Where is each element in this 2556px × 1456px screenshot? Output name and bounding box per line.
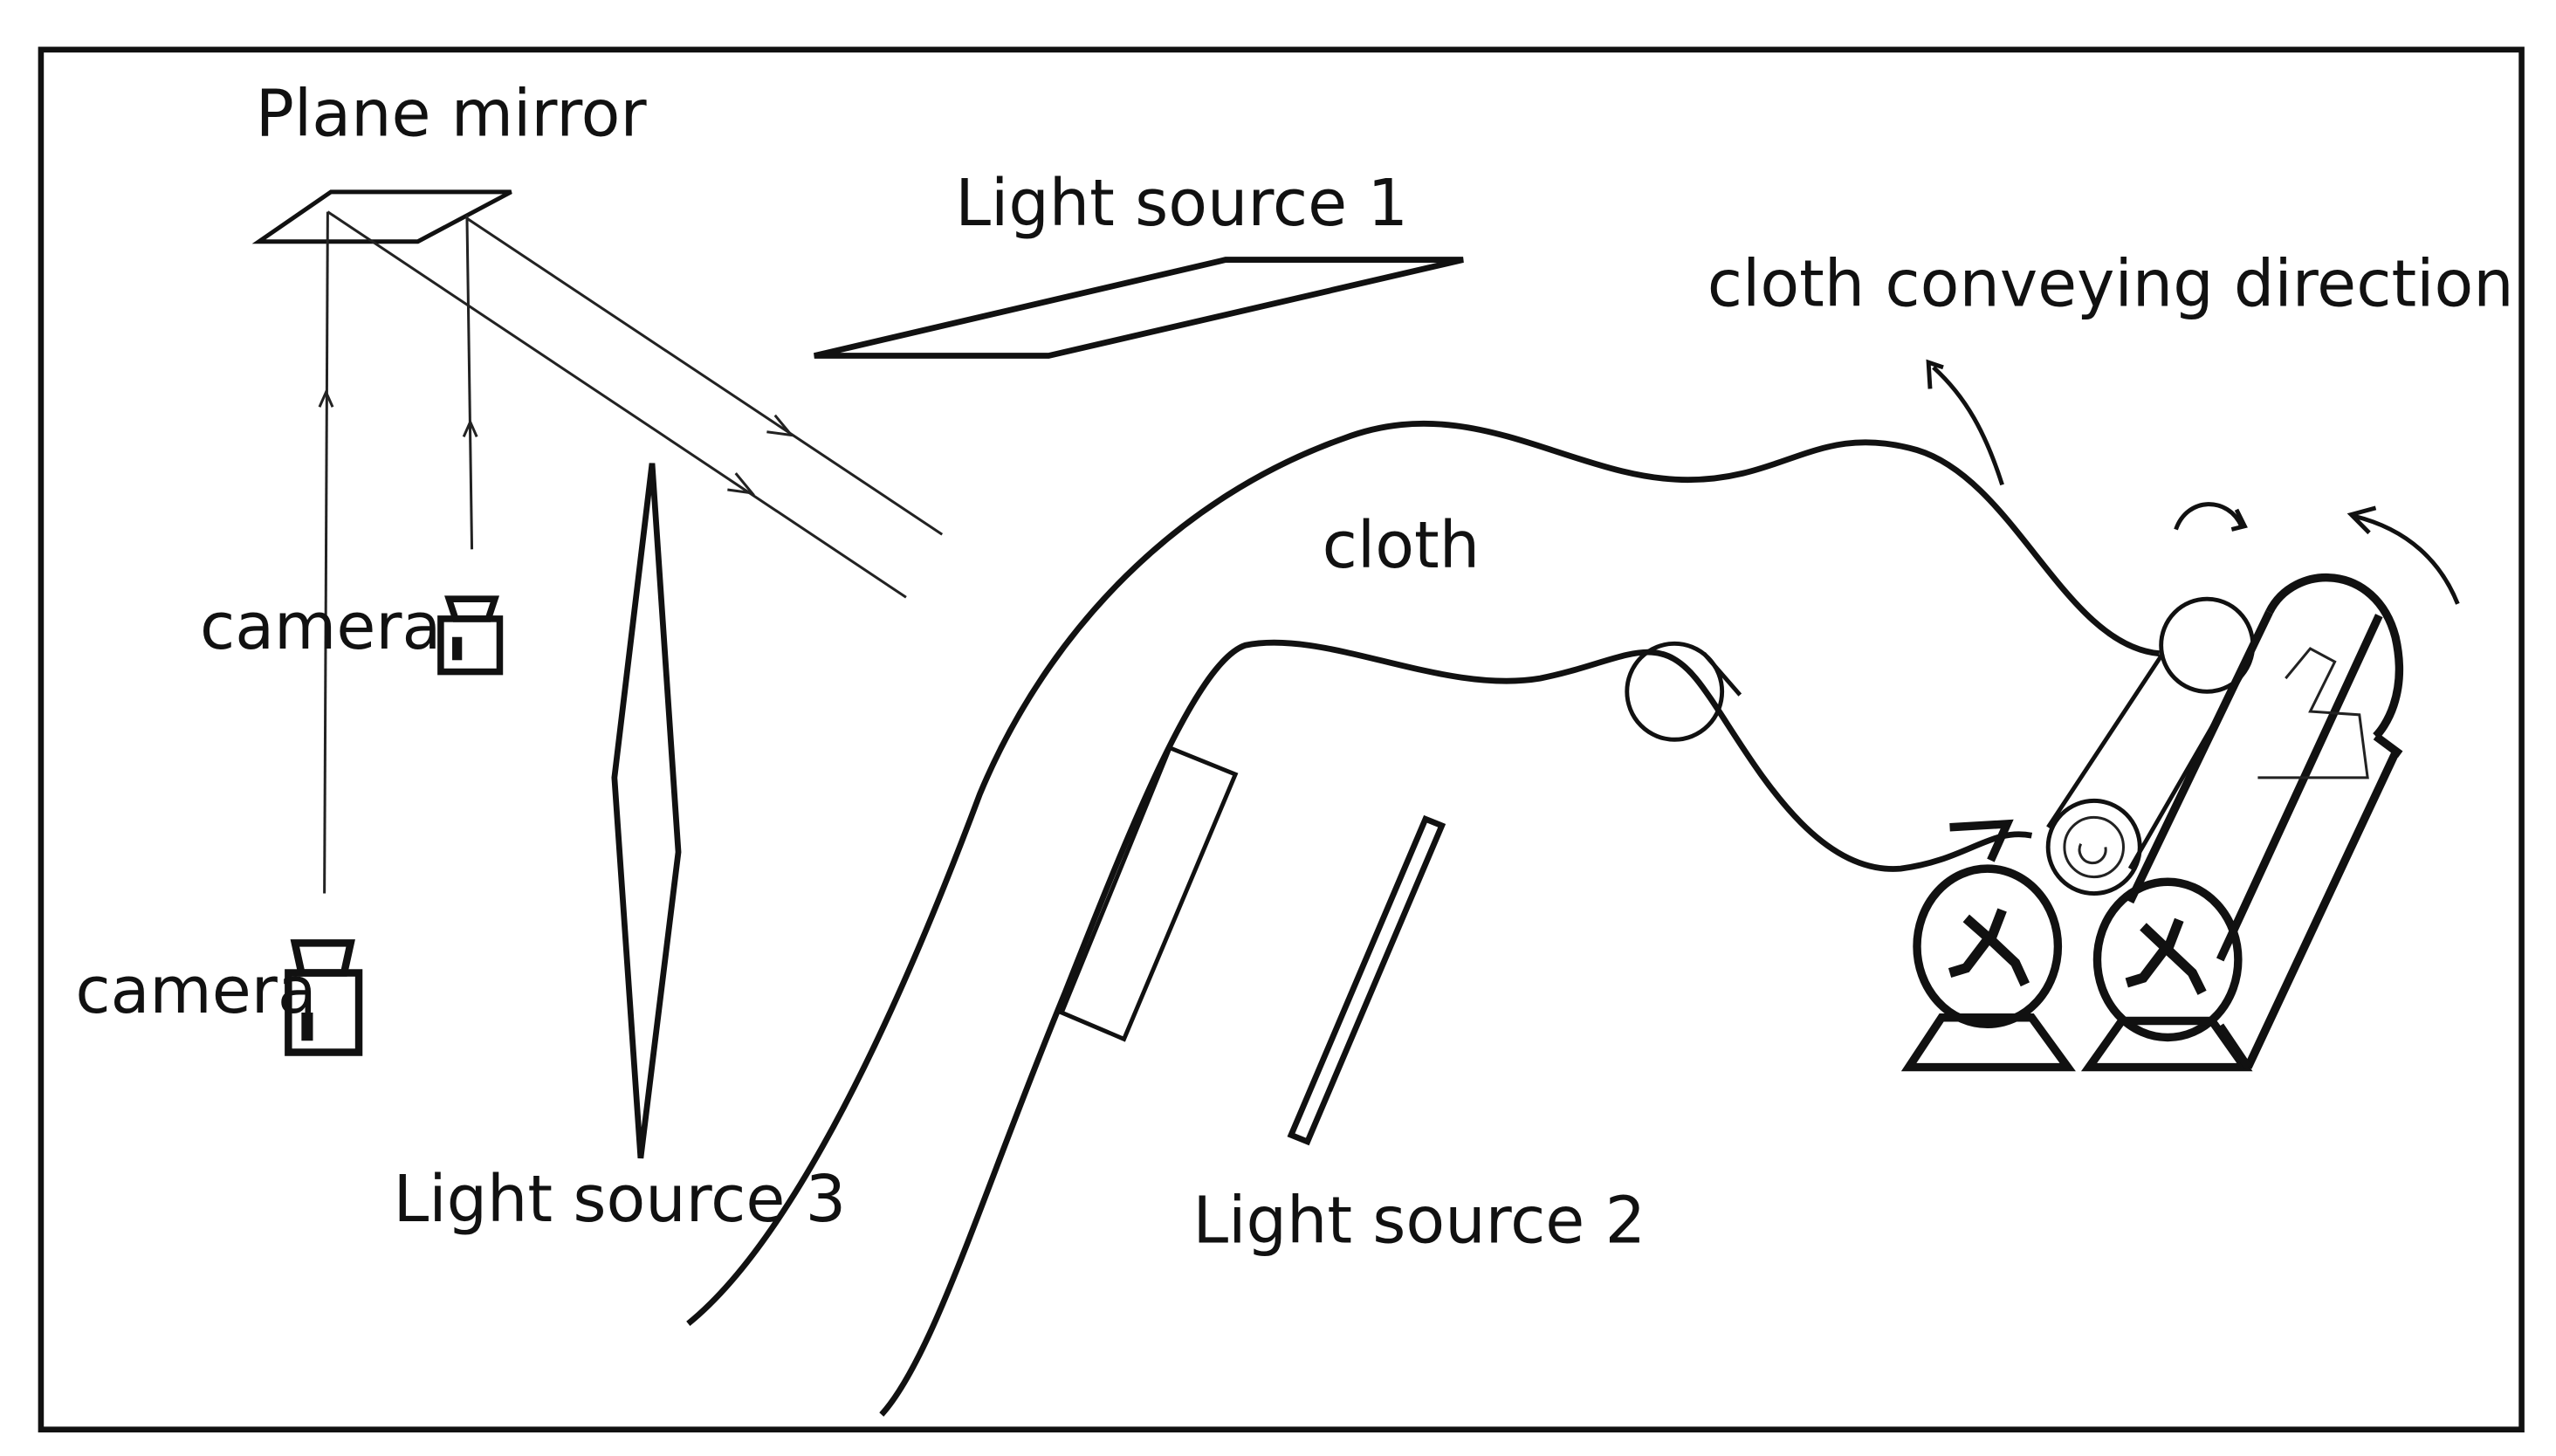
light-source-3 <box>611 463 682 1159</box>
direction-arrows <box>1926 359 2460 605</box>
camera-upper-label: camera <box>200 590 441 664</box>
cloth <box>686 420 2161 1417</box>
ray-reflected-1 <box>326 210 907 599</box>
ray-camera-lower <box>323 211 329 894</box>
light-source-1-label: Light source 1 <box>955 166 1408 240</box>
plane-mirror-label: Plane mirror <box>256 77 648 151</box>
light-source-3-label: Light source 3 <box>393 1163 846 1237</box>
guide-roller <box>1625 641 1725 742</box>
cloth-side-panel <box>1059 745 1239 1042</box>
plane-mirror <box>251 189 512 244</box>
light-source-2-label: Light source 2 <box>1192 1184 1646 1258</box>
cloth-label: cloth <box>1323 509 1480 583</box>
camera-lower-label: camera <box>75 954 316 1028</box>
ray-reflected-2 <box>466 216 944 536</box>
conveying-direction-label: cloth conveying direction <box>1707 247 2514 321</box>
diagram-frame <box>38 46 2525 1432</box>
camera-lower-icon <box>285 939 363 1056</box>
conveyor-rollers <box>1900 573 2403 1072</box>
camera-upper-icon <box>437 595 504 676</box>
ray-camera-upper <box>465 215 474 550</box>
light-source-1 <box>814 257 1464 359</box>
light-source-2 <box>1287 814 1446 1146</box>
optical-paths <box>318 210 944 894</box>
